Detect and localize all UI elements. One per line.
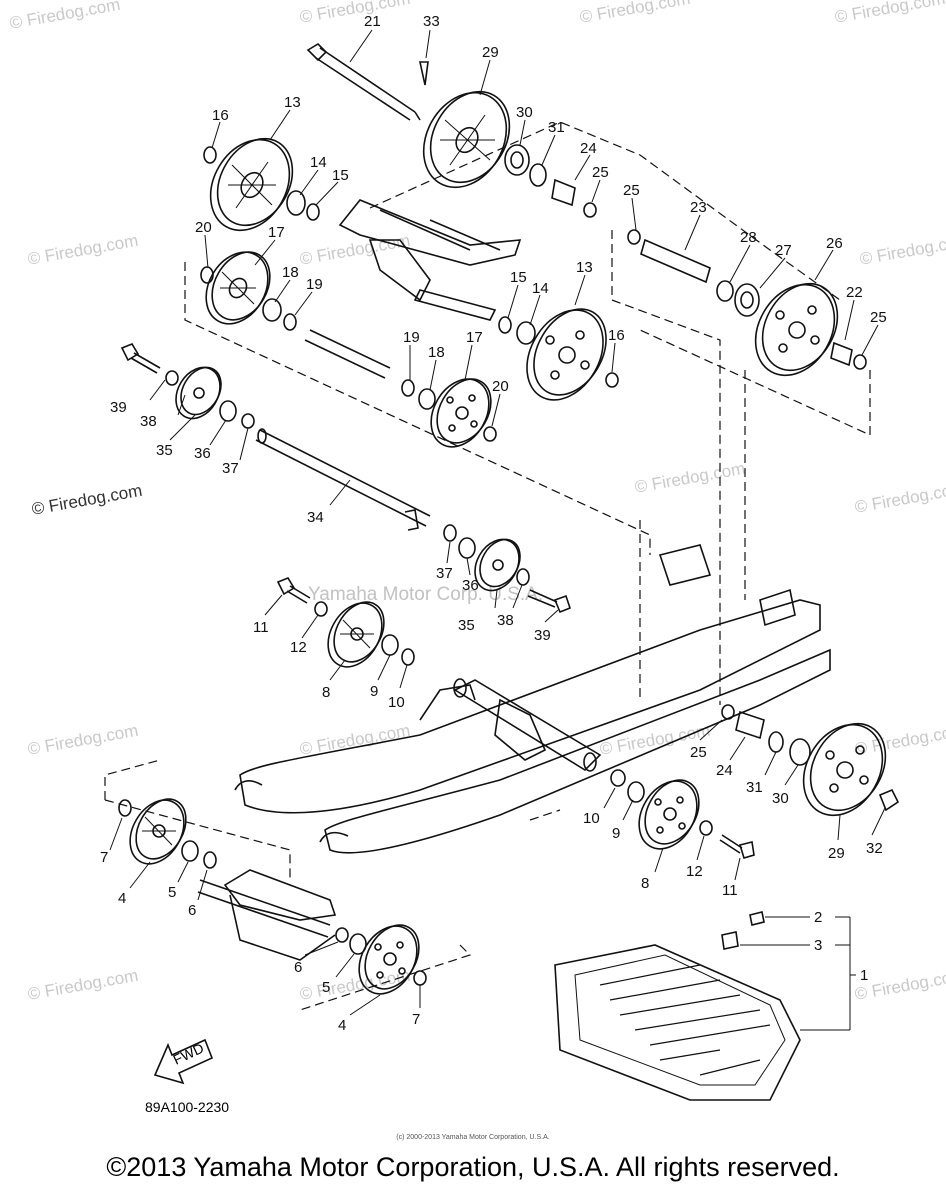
callout-label: 4 (338, 1017, 346, 1034)
wheel-35-left (175, 366, 222, 420)
callout-label: 11 (722, 882, 738, 899)
callout-label: 5 (322, 979, 330, 996)
reference-lines (104, 121, 871, 1011)
slide-rails (234, 544, 831, 854)
callout-label: 9 (370, 683, 378, 700)
wheel-8-left (327, 601, 385, 668)
fwd-arrow: FWD (153, 1038, 214, 1085)
callout-label: 35 (156, 442, 173, 459)
track (554, 911, 801, 1101)
callout-label: 12 (290, 639, 307, 656)
callout-label: 25 (592, 164, 609, 181)
callout-label: 4 (118, 890, 126, 907)
callout-label: 11 (253, 619, 269, 636)
callout-label: 25 (623, 182, 640, 199)
callout-label: 21 (364, 13, 381, 30)
callout-label: 22 (846, 284, 863, 301)
callout-label: 37 (436, 565, 453, 582)
callout-label: 28 (740, 229, 757, 246)
callout-label: 8 (322, 684, 330, 701)
callout-label: 31 (746, 779, 763, 796)
callout-label: 25 (870, 309, 887, 326)
callout-label: 6 (188, 902, 196, 919)
callout-label: 39 (534, 627, 551, 644)
center-watermark: Yamaha Motor Corp. U.S.A. (308, 584, 543, 605)
wheel-4-left (129, 798, 187, 865)
callout-label: 23 (690, 199, 707, 216)
callout-label: 19 (403, 329, 420, 346)
callout-label: 20 (492, 378, 509, 395)
callout-label: 15 (510, 269, 527, 286)
leader-lines (109, 29, 886, 1031)
callout-label: 29 (828, 845, 845, 862)
callout-label: 35 (458, 617, 475, 634)
wheel-13-right (526, 308, 607, 401)
callout-label: 32 (866, 840, 883, 857)
upper-pivot-arm (338, 199, 522, 321)
callout-label: 13 (576, 259, 593, 276)
callout-label: 9 (612, 825, 620, 842)
callout-label: 26 (826, 235, 843, 252)
callout-labels: 21 33 29 16 13 30 31 24 25 14 15 25 23 2… (100, 13, 887, 1034)
callout-label: 18 (428, 344, 445, 361)
callout-label: 7 (412, 1011, 420, 1028)
callout-label: 10 (583, 810, 600, 827)
callout-label: 12 (686, 863, 703, 880)
callout-label: 7 (100, 849, 108, 866)
wheel-26 (754, 282, 839, 377)
callout-label: 2 (814, 909, 822, 926)
callout-label: 38 (497, 612, 514, 629)
callout-label: 29 (482, 44, 499, 61)
wheel-29-top (422, 90, 511, 189)
upper-axle (306, 42, 429, 121)
callout-label: 14 (310, 154, 327, 171)
part-code: 89A100-2230 (145, 1099, 229, 1115)
callout-label: 24 (580, 140, 597, 157)
callout-label: 20 (195, 219, 212, 236)
callout-label: 37 (222, 460, 239, 477)
small-parts (118, 144, 900, 986)
callout-label: 17 (466, 329, 483, 346)
wheel-8-right (638, 779, 700, 850)
callout-label: 25 (690, 744, 707, 761)
callout-label: 31 (548, 119, 565, 136)
callout-label: 16 (212, 107, 229, 124)
callout-label: 5 (168, 884, 176, 901)
callout-label: 3 (814, 937, 822, 954)
callout-label: 39 (110, 399, 127, 416)
callout-label: 30 (772, 790, 789, 807)
callout-label: 8 (641, 875, 649, 892)
callout-label: 30 (516, 104, 533, 121)
callout-label: 27 (775, 242, 792, 259)
callout-label: 24 (716, 762, 733, 779)
callout-label: 17 (268, 224, 285, 241)
wheel-17-right (430, 378, 492, 448)
callout-label: 19 (306, 276, 323, 293)
callout-label: 13 (284, 94, 301, 111)
callout-label: 33 (423, 13, 440, 30)
shafts (255, 329, 431, 531)
callout-label: 38 (140, 413, 157, 430)
callout-label: 10 (388, 694, 405, 711)
wheel-29-lower (802, 722, 887, 817)
callout-label: 34 (307, 509, 324, 526)
wheel-35-right (474, 538, 521, 592)
callout-label: 6 (294, 959, 302, 976)
callout-label: 36 (462, 577, 479, 594)
rear-pivot-arm (197, 869, 337, 961)
callout-label: 16 (608, 327, 625, 344)
callout-label: 36 (194, 445, 211, 462)
center-shaft-assembly (453, 678, 602, 772)
callout-label: 14 (532, 280, 549, 297)
wheel-13-left (209, 137, 294, 232)
callout-label: 18 (282, 264, 299, 281)
callout-label: 1 (860, 967, 868, 984)
bolts (120, 343, 755, 859)
callout-label: 15 (332, 167, 349, 184)
copyright-footer: ©2013 Yamaha Motor Corporation, U.S.A. A… (106, 1152, 840, 1182)
tiny-copyright: (c) 2000-2013 Yamaha Motor Corporation, … (396, 1134, 550, 1141)
